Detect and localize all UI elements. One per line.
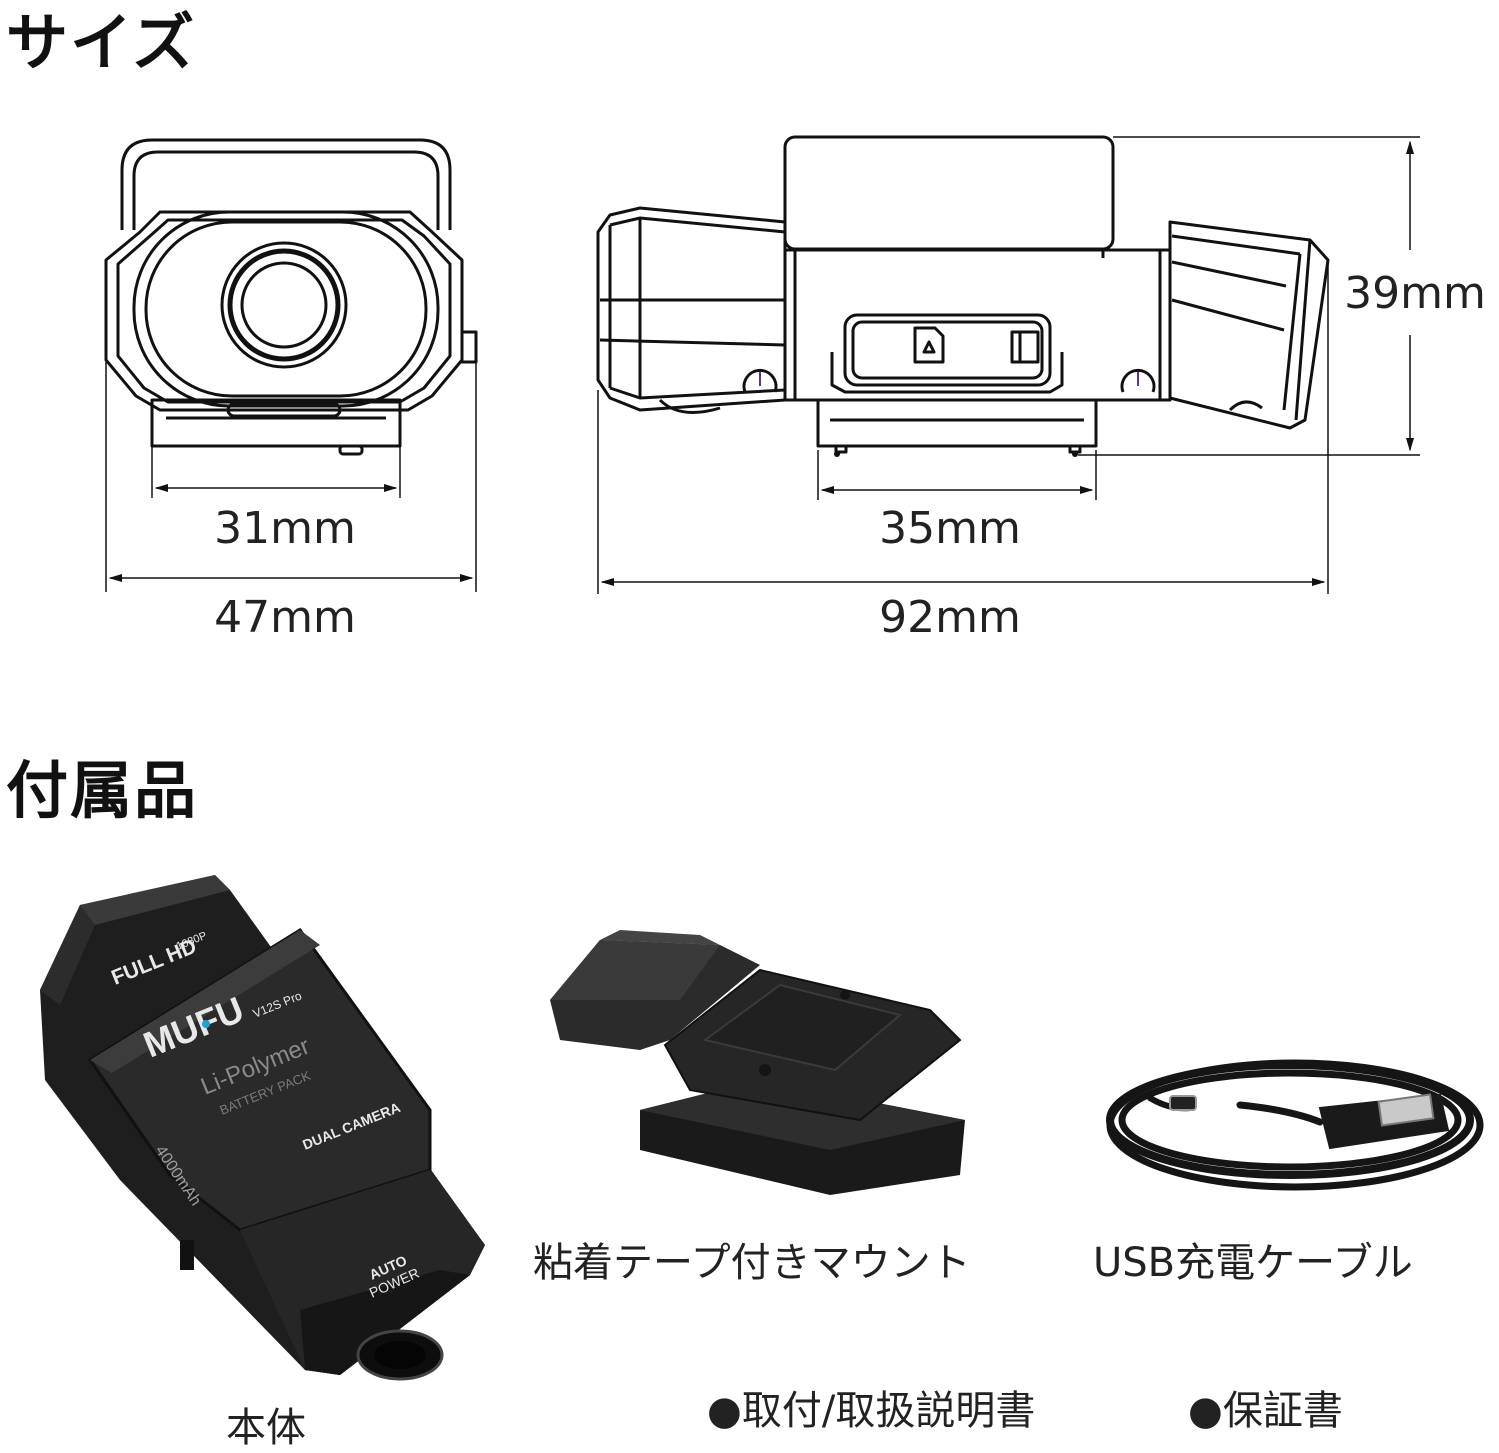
side-view-accents [759, 372, 1139, 457]
side-dimension-lines [597, 136, 1420, 594]
dim-front-base-width: 31mm [214, 503, 356, 554]
dim-side-mount-width: 35mm [879, 503, 1021, 554]
caption-warranty: ●保証書 [1188, 1388, 1343, 1434]
caption-cable: USB充電ケーブル [1093, 1240, 1413, 1286]
accessories-heading: 付属品 [6, 754, 199, 827]
front-view-drawing [104, 138, 478, 456]
side-view-drawing [596, 135, 1330, 454]
caption-body: 本体 [226, 1405, 306, 1451]
camera-body-illustration: FULL HD 1080P MUFU V12S Pro Li-Polymer B… [40, 875, 485, 1381]
caption-manual: ●取付/取扱説明書 [707, 1388, 1036, 1434]
dim-side-height: 39mm [1344, 268, 1486, 319]
caption-mount: 粘着テープ付きマウント [533, 1240, 971, 1286]
dim-side-total-length: 92mm [879, 592, 1021, 643]
front-dimension-lines [105, 362, 477, 592]
adhesive-mount-illustration [550, 930, 965, 1195]
dim-front-total-width: 47mm [214, 592, 356, 643]
brand-accent-dot [202, 1020, 210, 1028]
size-heading: サイズ [6, 6, 197, 79]
usb-cable-illustration [1106, 1059, 1484, 1191]
